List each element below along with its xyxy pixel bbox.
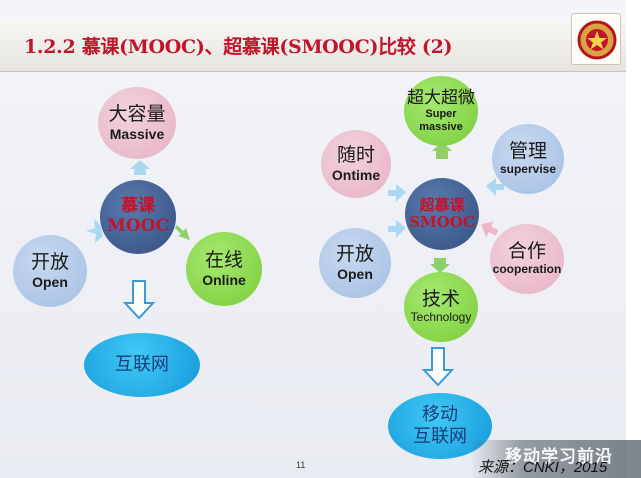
center-label-zh: 慕课 [121,196,155,217]
node-label-en: Technology [410,310,472,325]
smooc-node-ontime: 随时 Ontime [321,130,391,198]
shield-emblem-icon [577,20,617,60]
node-label-zh: 管理 [508,140,547,163]
smooc-center-node: 超慕课 SMOOC [405,178,479,250]
smooc-node-supervise: 管理 supervise [492,124,564,194]
arrow-smooc-top [432,142,452,159]
node-label-zh: 合作 [507,240,546,263]
node-label-en: Open [337,265,373,282]
arrow-smooc-upper-right [486,178,504,196]
node-label-en: Super massive [419,108,463,133]
page-number: 11 [296,460,306,470]
emblem-logo [571,13,621,65]
node-label-zh: 开放 [30,251,69,274]
node-label-zh: 超大超微 [407,87,475,108]
node-label-zh: 在线 [204,249,243,272]
center-label-zh: 超慕课 [419,195,465,214]
center-label-en: SMOOC [409,213,475,231]
arrow-mooc-right [175,225,190,240]
right-margin [626,0,641,478]
smooc-node-open: 开放 Open [319,228,391,298]
node-label-en: Massive [109,125,165,142]
arrow-smooc-lower-left [388,220,406,238]
arrow-smooc-bottom [430,258,450,273]
node-label-en: Ontime [331,166,381,183]
base-label-line1: 移动 [422,403,458,425]
node-label-zh: 大容量 [108,103,166,126]
mooc-node-open: 开放 Open [13,235,87,307]
node-label-zh: 开放 [335,243,374,266]
watermark-band [470,440,641,478]
arrow-mooc-top [130,160,150,175]
arrow-mooc-left [86,219,103,243]
watermark-text: 移动学习前沿 [505,447,613,467]
mooc-node-massive: 大容量 Massive [98,87,176,159]
node-label-en: Open [32,273,68,290]
source-citation: 来源：CNKI，2015 [478,459,608,476]
arrow-smooc-upper-left [388,184,406,202]
mooc-base-internet: 互联网 [84,333,200,397]
node-label-en: supervise [499,162,557,177]
base-label-line2: 互联网 [413,426,467,447]
mooc-center-node: 慕课 MOOC [100,180,176,254]
smooc-node-super-massive: 超大超微 Super massive [404,76,478,146]
smooc-node-technology: 技术 Technology [404,272,478,342]
mooc-node-online: 在线 Online [186,232,262,306]
center-label-en: MOOC [107,216,169,236]
arrow-smooc-lower-right [481,221,499,238]
arrow-smooc-down [421,347,455,387]
slide-title: 1.2.2 慕课(MOOC)、超慕课(SMOOC)比较 (2) [24,36,453,58]
node-label-en: Online [202,271,246,288]
title-bar [0,20,626,72]
base-label: 互联网 [115,353,169,375]
arrow-mooc-down [122,280,156,320]
smooc-node-cooperation: 合作 cooperation [490,224,564,294]
node-label-en: cooperation [492,262,562,277]
node-label-zh: 随时 [336,144,375,167]
node-label-zh: 技术 [421,288,460,311]
